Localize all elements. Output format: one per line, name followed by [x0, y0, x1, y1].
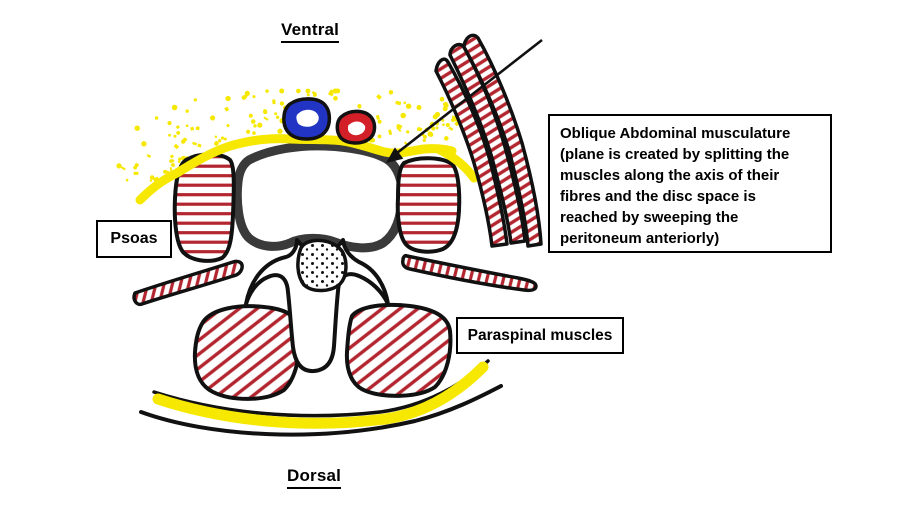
psoas-label-text: Psoas — [110, 230, 158, 247]
dorsal-label-text: Dorsal — [287, 466, 342, 485]
arrow-head — [386, 147, 404, 163]
left-psoas-muscle — [172, 152, 236, 263]
ventral-label-text: Ventral — [281, 20, 340, 39]
right-psoas-muscle — [395, 156, 462, 254]
skin-line — [139, 384, 503, 437]
oblique-muscle-strip-outer — [462, 33, 543, 248]
dorsal-label: Dorsal — [287, 466, 342, 489]
aorta-vessel — [335, 109, 377, 145]
right-paraspinal-muscle — [344, 302, 453, 398]
ventral-label: Ventral — [281, 20, 340, 43]
posterior-fat-layer — [152, 361, 489, 429]
oblique-label-box: Oblique Abdominal musculature (plane is … — [548, 114, 832, 253]
paraspinal-label-box: Paraspinal muscles — [456, 317, 624, 354]
fat-hook — [435, 145, 479, 183]
abdominal-fat-line — [135, 134, 457, 205]
right-quadratus-strip — [401, 254, 538, 293]
left-paraspinal-muscle — [192, 304, 302, 401]
arrow-shaft — [396, 38, 543, 155]
vena-cava-lumen — [296, 109, 319, 127]
psoas-label-box: Psoas — [96, 220, 172, 258]
oblique-muscle-strips — [434, 33, 543, 248]
approach-arrow — [386, 38, 543, 163]
paraspinal-label-text: Paraspinal muscles — [467, 326, 613, 344]
aorta-lumen — [348, 121, 366, 136]
oblique-muscle-strip-inner — [434, 57, 509, 248]
spinal-canal — [296, 238, 348, 293]
left-quadratus-strip — [132, 259, 244, 307]
vertebral-disc — [232, 141, 407, 253]
vena-cava-vessel — [282, 97, 332, 141]
neural-arch — [244, 238, 390, 374]
